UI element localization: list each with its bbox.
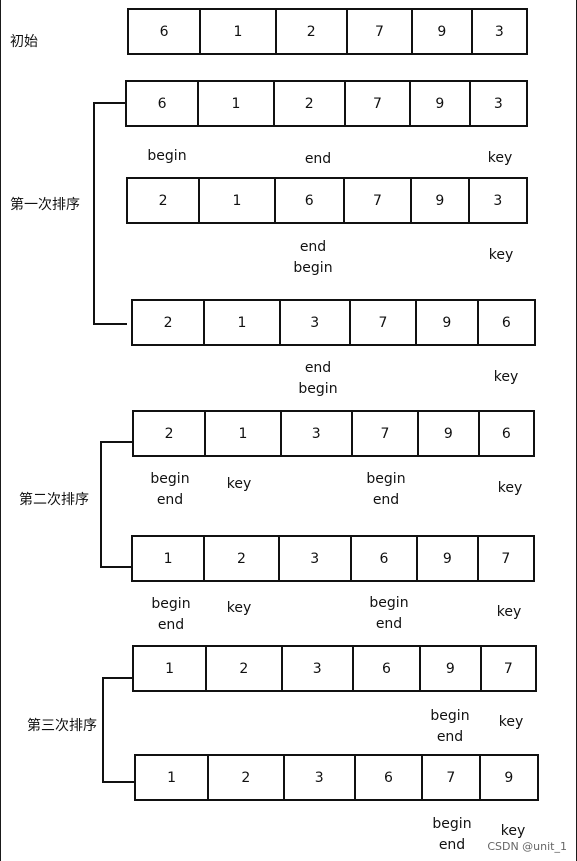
array-cell: 3 <box>280 537 352 580</box>
array-cell: 6 <box>276 179 345 222</box>
pointer-label: key <box>498 714 524 730</box>
pointer-label: key <box>226 476 252 492</box>
array-cell: 9 <box>419 412 480 455</box>
array-cell: 1 <box>201 10 277 53</box>
array-cell: 1 <box>199 82 275 125</box>
array-cell: 7 <box>351 301 418 344</box>
array-cell: 7 <box>348 10 414 53</box>
array-cell: 7 <box>353 412 420 455</box>
array-cell: 6 <box>356 756 424 799</box>
array-cell: 6 <box>129 10 202 53</box>
pass1-label: 第一次排序 <box>10 197 80 213</box>
array-cell: 3 <box>493 95 503 112</box>
pointer-label: key <box>497 480 523 496</box>
pointer-label: key <box>488 247 514 263</box>
array-cell: 6 <box>501 425 511 442</box>
pointer-label: key <box>493 369 519 385</box>
array-cell: 7 <box>503 660 513 677</box>
array-cell: 9 <box>504 769 514 786</box>
pointer-label: key <box>487 150 513 166</box>
array-cell: 3 <box>493 192 503 209</box>
array-cell: 2 <box>277 10 348 53</box>
pointer-label: key <box>496 604 522 620</box>
array-cell: 1 <box>136 756 210 799</box>
pass2-bracket <box>100 441 134 568</box>
array-cell: 2 <box>275 82 346 125</box>
pass3-label: 第三次排序 <box>27 718 97 734</box>
watermark: CSDN @unit_1 <box>487 840 567 853</box>
array-cell: 1 <box>134 647 208 690</box>
array-cell: 9 <box>413 10 473 53</box>
array-cell: 6 <box>354 647 422 690</box>
pointer-label: begin <box>147 148 187 164</box>
array-cell: 3 <box>283 647 354 690</box>
pointer-label: key <box>226 600 252 616</box>
array-cell: 2 <box>133 301 206 344</box>
array-cell: 1 <box>133 537 206 580</box>
pointer-label: end <box>304 151 332 167</box>
array-cell: 9 <box>412 179 470 222</box>
array-cell: 2 <box>205 537 280 580</box>
array-cell: 3 <box>282 412 353 455</box>
pass3-bracket <box>102 677 136 783</box>
pass1-bracket <box>93 102 127 325</box>
pass2-label: 第二次排序 <box>19 492 89 508</box>
array-cell: 3 <box>494 23 504 40</box>
array-cell: 2 <box>128 179 201 222</box>
array-cell: 9 <box>421 647 482 690</box>
array-cell: 9 <box>418 537 479 580</box>
array-cell: 1 <box>206 412 282 455</box>
array-cell: 3 <box>281 301 351 344</box>
array-cell: 2 <box>134 412 207 455</box>
array-cell: 7 <box>423 756 481 799</box>
pointer-label: key <box>500 823 526 839</box>
initial-label: 初始 <box>10 34 38 50</box>
array-cell: 9 <box>411 82 471 125</box>
array-cell: 7 <box>346 82 412 125</box>
array-cell: 2 <box>207 647 283 690</box>
array-cell: 3 <box>285 756 356 799</box>
array-cell: 2 <box>209 756 285 799</box>
array-cell: 1 <box>200 179 276 222</box>
array-cell: 9 <box>417 301 479 344</box>
left-border <box>0 0 1 861</box>
array-cell: 6 <box>352 537 419 580</box>
array-cell: 1 <box>205 301 281 344</box>
array-cell: 7 <box>345 179 413 222</box>
array-cell: 7 <box>501 550 511 567</box>
array-cell: 6 <box>127 82 200 125</box>
array-cell: 6 <box>501 314 511 331</box>
